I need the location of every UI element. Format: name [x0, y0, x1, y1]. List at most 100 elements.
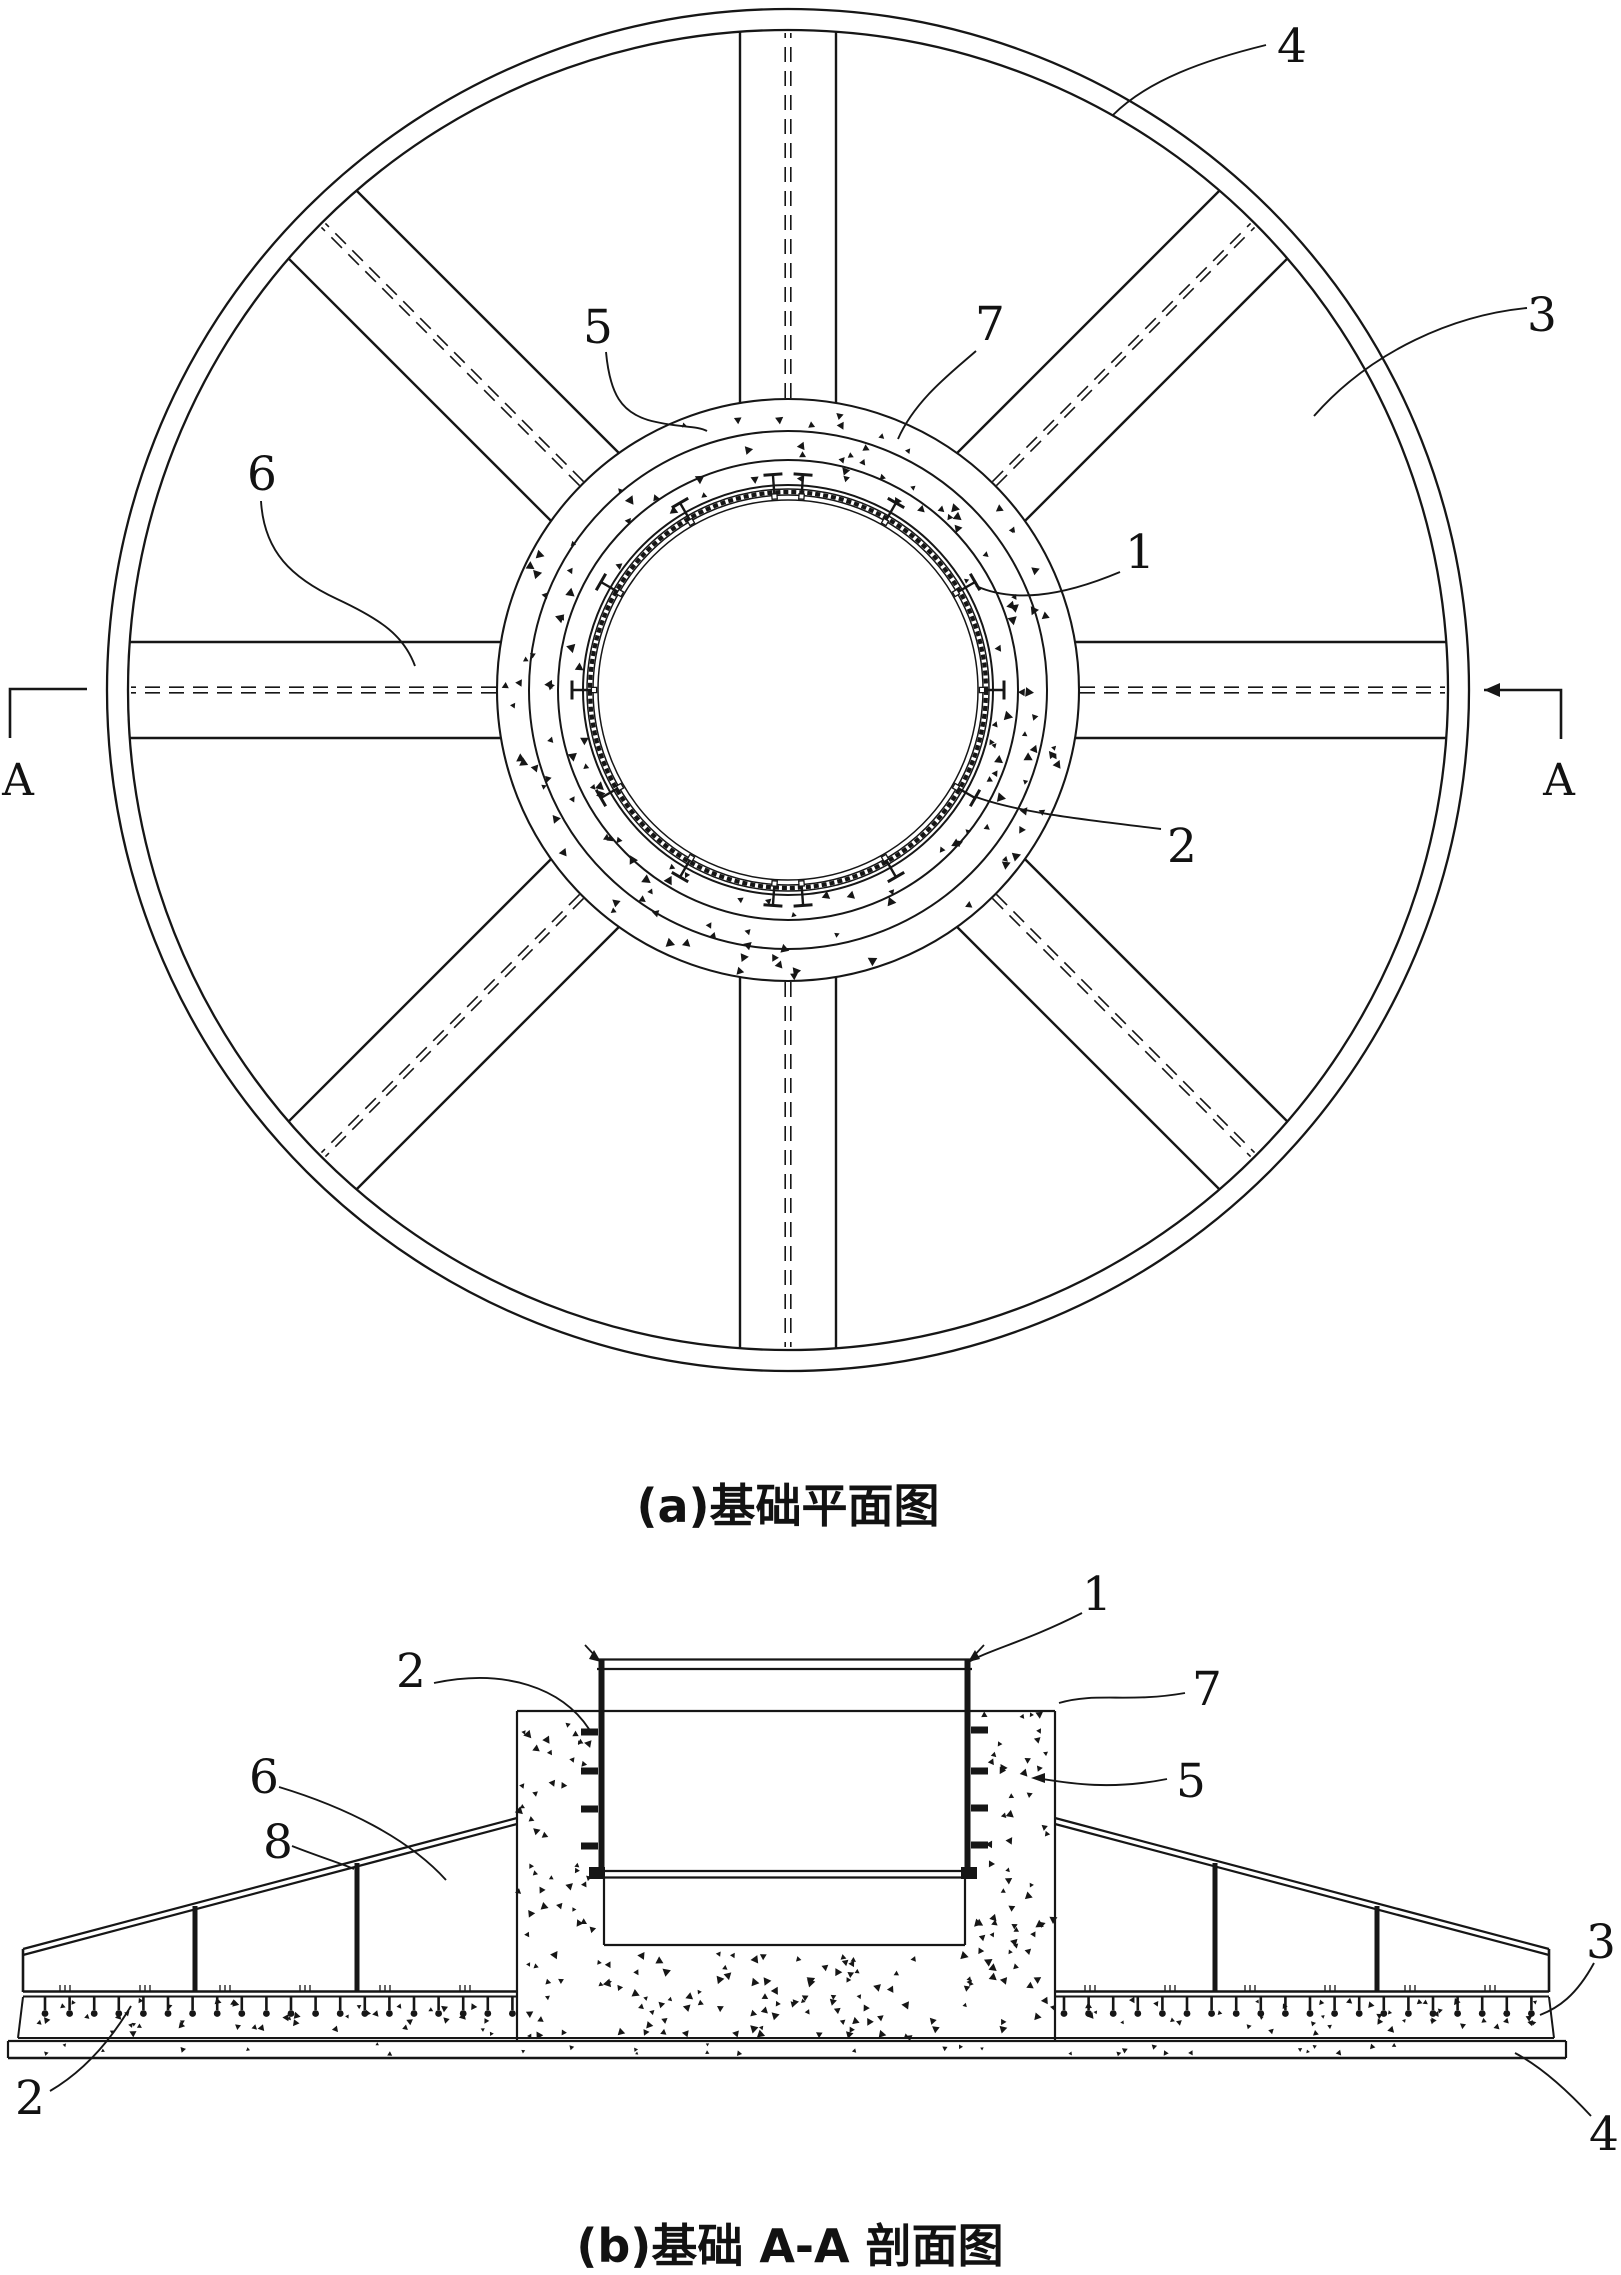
stipple-mark	[744, 929, 751, 936]
ring-r291	[495, 397, 1081, 983]
callout-leader-6	[260, 500, 416, 667]
structure-line	[1548, 1996, 1555, 2039]
stipple-mark	[230, 1999, 237, 2005]
stipple-mark	[1050, 2005, 1056, 2011]
stud-head	[1478, 2010, 1486, 2017]
stipple-mark	[565, 1883, 573, 1891]
callout-label-2: 2	[396, 1644, 426, 1699]
stipple-mark	[1335, 2049, 1342, 2056]
stud-head	[90, 2010, 98, 2017]
callout-label-6: 6	[247, 447, 277, 502]
stipple-mark	[980, 2047, 984, 2051]
stipple-mark	[606, 834, 614, 842]
stipple-mark	[598, 1981, 604, 1987]
stipple-mark	[681, 2030, 689, 2038]
stipple-mark	[771, 2012, 780, 2021]
stipple-mark	[1312, 2045, 1317, 2049]
anchor-bolt-head	[594, 789, 607, 807]
stipple-mark	[985, 1840, 993, 1849]
stipple-mark	[1041, 611, 1050, 620]
stipple-mark	[521, 1730, 526, 1735]
stipple-mark	[1402, 2019, 1406, 2023]
stipple-mark	[617, 1984, 624, 1991]
radial-beam-edge	[320, 893, 581, 1154]
stud-head	[189, 2010, 197, 2017]
stipple-mark	[541, 1831, 549, 1838]
stipple-mark	[988, 1860, 995, 1868]
stipple-mark	[545, 775, 552, 783]
stipple-mark	[836, 413, 844, 420]
stipple-mark	[396, 2003, 402, 2009]
stipple-mark	[994, 755, 1003, 764]
ring-r660	[126, 28, 1450, 1352]
stipple-mark	[799, 451, 806, 458]
stipple-mark	[293, 2011, 301, 2019]
stipple-mark	[595, 781, 604, 790]
stipple-mark	[555, 614, 565, 624]
stipple-mark	[1217, 2010, 1223, 2015]
stipple-mark	[765, 898, 772, 905]
stipple-mark	[525, 561, 535, 570]
stipple-mark	[963, 1985, 971, 1992]
stipple-mark	[960, 1951, 969, 1960]
stipple-mark	[862, 444, 870, 451]
stud-head	[484, 2010, 492, 2017]
radial-beam-edge	[287, 257, 552, 522]
section-letter-left: A	[1, 755, 35, 806]
stipple-mark	[660, 2028, 667, 2035]
stipple-mark	[989, 1932, 995, 1938]
section-mark-left	[8, 687, 87, 738]
stipple-mark	[1368, 2001, 1375, 2008]
stud-head	[287, 2010, 295, 2017]
stipple-mark	[610, 907, 617, 913]
stipple-mark	[859, 459, 866, 466]
can-wall-stud	[581, 1767, 598, 1775]
stipple-mark	[983, 823, 990, 830]
stipple-mark	[1391, 2043, 1397, 2047]
stipple-mark	[756, 2029, 766, 2038]
stipple-mark	[567, 752, 577, 762]
stipple-mark	[994, 644, 1002, 652]
stipple-mark	[1120, 2020, 1124, 2025]
stipple-mark	[548, 1779, 556, 1787]
anchor-bolt-head	[671, 871, 689, 884]
stipple-mark	[537, 2016, 544, 2022]
stipple-mark	[796, 441, 805, 451]
stud-head	[1528, 2010, 1535, 2017]
stud-head	[1503, 2010, 1511, 2017]
callout-label-4: 4	[1277, 19, 1307, 74]
stipple-mark	[569, 2045, 575, 2051]
can-wall-stud	[971, 1804, 988, 1812]
stipple-mark	[816, 2032, 823, 2039]
stipple-mark	[1011, 852, 1021, 862]
stipple-mark	[965, 901, 973, 908]
stipple-mark	[723, 1972, 732, 1981]
stipple-mark	[558, 848, 567, 857]
stipple-mark	[1388, 2010, 1393, 2015]
stipple-mark	[581, 1881, 587, 1888]
stipple-mark	[331, 2025, 338, 2033]
anchor-bolt-circle	[570, 472, 1006, 908]
stipple-mark	[775, 2000, 781, 2007]
stipple-mark	[991, 721, 998, 728]
stipple-mark	[1246, 2024, 1252, 2030]
stipple-mark	[566, 643, 576, 654]
stipple-mark	[996, 792, 1006, 802]
stipple-mark	[1049, 1916, 1058, 1924]
stipple-mark	[715, 1951, 721, 1957]
stipple-mark	[1163, 2050, 1169, 2056]
stipple-mark	[539, 1886, 546, 1894]
anchor-bolt-nut	[686, 517, 696, 527]
stipple-mark	[521, 2049, 526, 2054]
stipple-mark	[235, 2024, 241, 2030]
stipple-mark	[705, 2043, 710, 2047]
stipple-mark	[847, 452, 854, 458]
stipple-mark	[1017, 688, 1025, 697]
stud-head	[1183, 2010, 1191, 2017]
stipple-mark	[1001, 861, 1011, 870]
callout-leader-8	[291, 1845, 355, 1870]
stipple-mark	[750, 1955, 759, 1964]
stipple-mark	[549, 682, 555, 689]
